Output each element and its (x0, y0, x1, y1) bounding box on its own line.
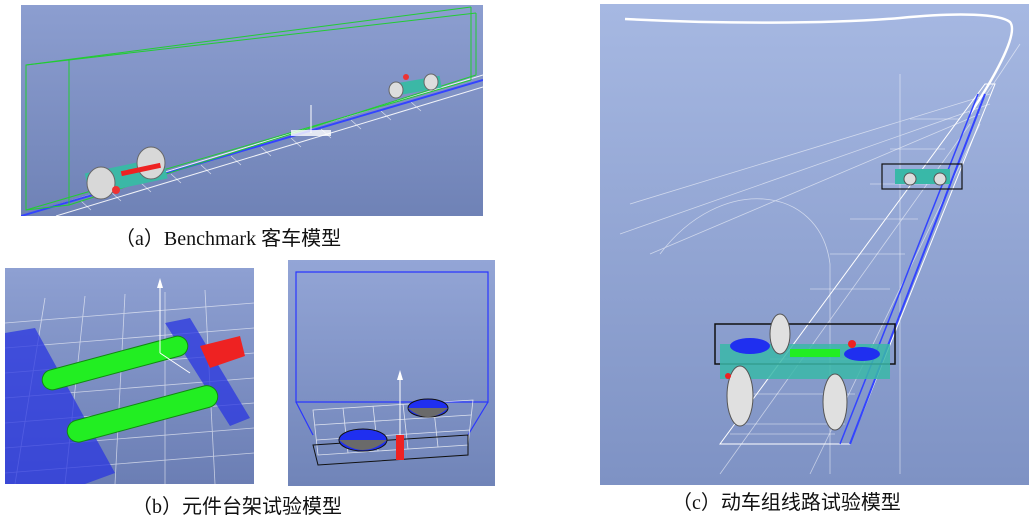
caption-a: （a）Benchmark 客车模型 (115, 228, 342, 250)
caption-b: （b）元件台架试验模型 (132, 496, 342, 518)
panel-c-emu-line-image (600, 4, 1029, 485)
caption-c: （c）动车组线路试验模型 (672, 492, 901, 514)
panel-b-bench-rig-image (5, 268, 254, 484)
panel-b-frame-rig-image (288, 260, 495, 486)
panel-a-benchmark-car-image (21, 5, 483, 216)
